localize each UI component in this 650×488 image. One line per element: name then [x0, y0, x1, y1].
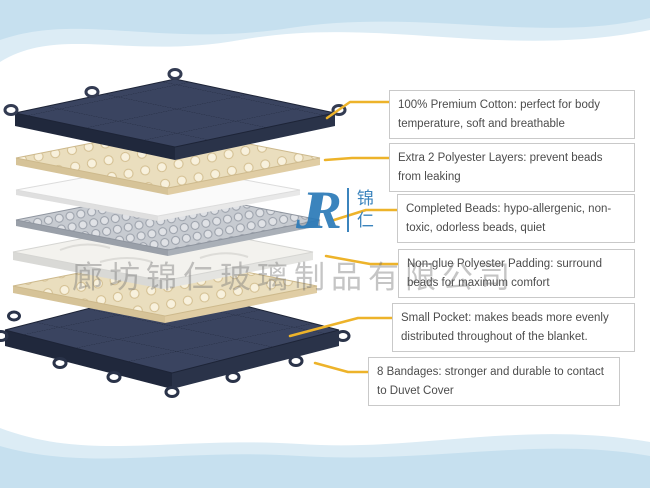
callout-premium-cotton: 100% Premium Cotton: perfect for body te…	[389, 90, 635, 140]
callout-line-completed-beads	[332, 208, 399, 222]
callout-small-pocket: Small Pocket: makes beads more evenly di…	[392, 303, 635, 353]
bandage-loops-bottom	[0, 310, 351, 398]
callout-text: Completed Beads: hypo-allergenic, non-to…	[406, 203, 612, 234]
callout-text: Small Pocket: makes beads more evenly di…	[401, 312, 609, 343]
bandage-loops-top	[3, 68, 347, 116]
callout-text: Extra 2 Polyester Layers: prevent beads …	[398, 152, 603, 183]
callout-text: Non-glue Polyester Padding: surround bea…	[407, 258, 602, 289]
callout-text: 100% Premium Cotton: perfect for body te…	[398, 99, 600, 130]
callout-text: 8 Bandages: stronger and durable to cont…	[377, 366, 604, 397]
brand-logo: JR 锦 仁	[296, 183, 374, 237]
brand-logo-chinese: 锦 仁	[357, 188, 374, 232]
callout-polyester-padding: Non-glue Polyester Padding: surround bea…	[398, 249, 635, 299]
callout-line-small-pocket	[288, 316, 394, 338]
background-bottom-band	[0, 428, 650, 488]
callout-line-polyester-layers	[323, 156, 391, 162]
layer-top-cover	[3, 68, 347, 160]
logo-divider	[346, 188, 349, 232]
callout-bandages: 8 Bandages: stronger and durable to cont…	[368, 357, 620, 407]
background-top-band	[0, 0, 650, 62]
callout-line-polyester-padding	[324, 254, 400, 266]
callout-line-bandages	[313, 361, 370, 374]
layer-bottom-cover	[0, 286, 351, 398]
callout-lines	[288, 100, 400, 374]
brand-logo-letters: JR	[296, 180, 342, 240]
brand-char-top: 锦	[356, 188, 374, 209]
callout-completed-beads: Completed Beads: hypo-allergenic, non-to…	[397, 194, 635, 244]
callout-polyester-layers: Extra 2 Polyester Layers: prevent beads …	[389, 143, 635, 193]
brand-char-bottom: 仁	[356, 211, 374, 231]
callout-line-premium-cotton	[325, 100, 391, 120]
